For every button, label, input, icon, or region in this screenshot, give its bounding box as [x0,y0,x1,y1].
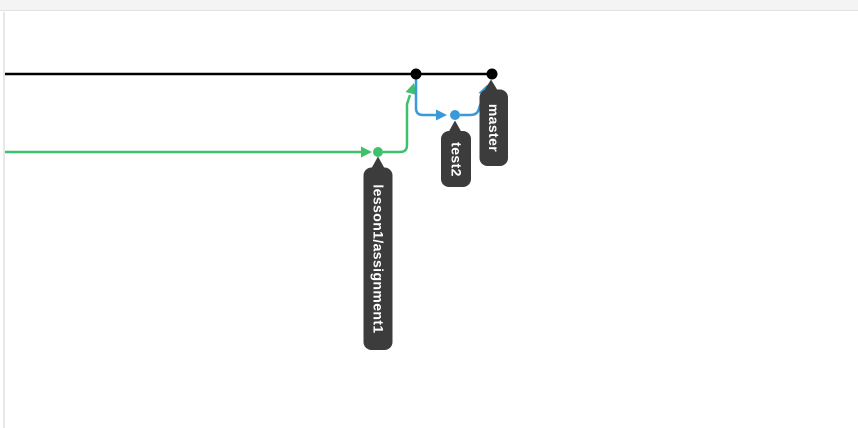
branch-tag-master-label: master [486,104,502,152]
commit-dot-master-2 [486,68,498,80]
test2-merge-path [460,96,485,117]
top-bar [0,0,858,11]
commit-dot-lesson1 [373,147,383,157]
branch-tag-lesson1-label: lesson1/assignment1 [371,184,387,333]
branch-tag-test2-pointer [448,120,462,133]
lesson1-merge-path [383,94,412,154]
branch-tag-lesson1-body [363,167,393,350]
branch-tag-test2: test2 [441,120,471,187]
left-divider [3,12,5,428]
lesson1-merge-arrowhead [405,83,417,95]
branch-tag-test2-body [441,131,471,187]
test2-arrowhead-right [436,109,447,121]
branch-tag-master-body [479,89,508,166]
branch-tag-master: master [479,79,508,166]
commit-dot-test2 [450,110,460,120]
branch-tag-master-pointer [484,79,498,91]
branch-tag-lesson1: lesson1/assignment1 [363,156,393,350]
commit-dot-master-1 [410,68,422,80]
branch-tag-lesson1-pointer [370,156,386,170]
test2-branch-path [414,79,436,117]
lesson1-arrowhead-right [361,146,372,158]
branch-tag-test2-label: test2 [449,142,465,177]
